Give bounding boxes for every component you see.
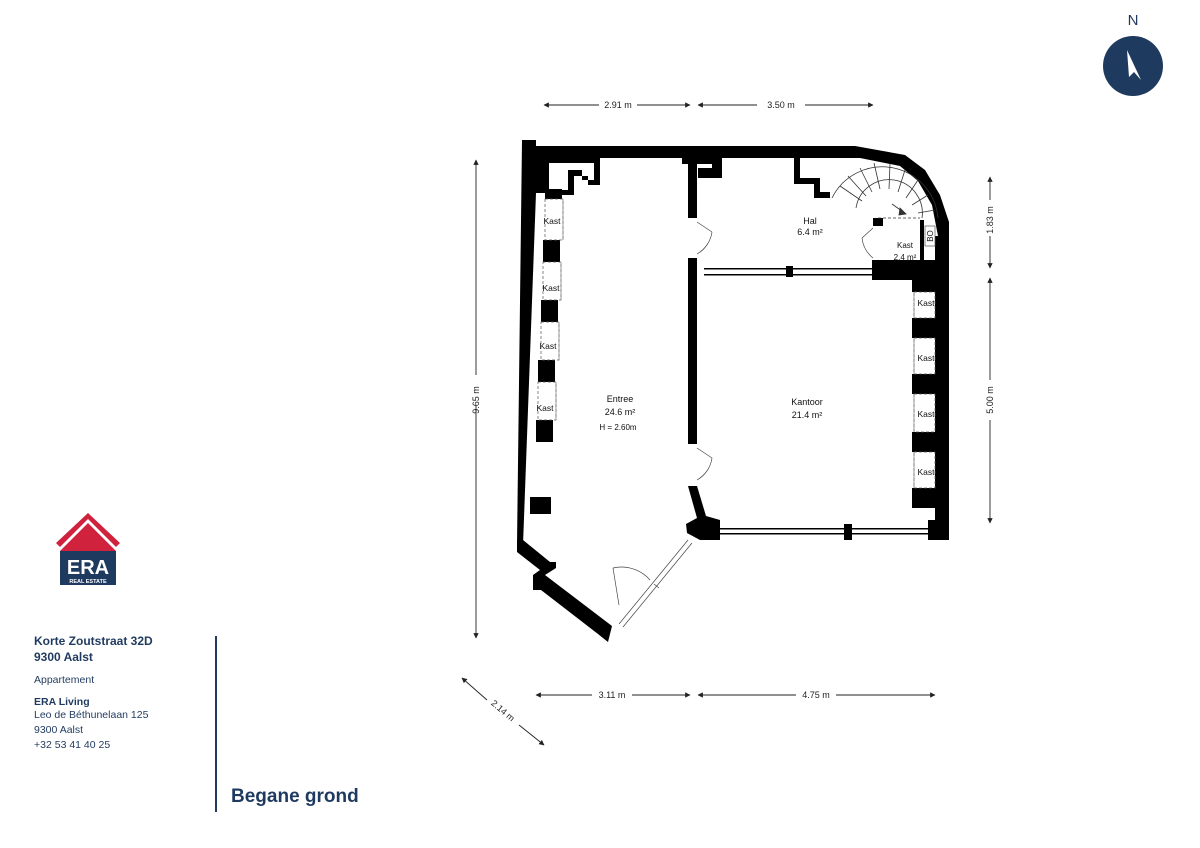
right-pilaster-3 <box>912 374 937 394</box>
partition-post <box>786 266 793 277</box>
pilaster-3 <box>541 300 558 322</box>
room-hal-name: Hal <box>803 216 817 226</box>
walls <box>517 140 949 642</box>
agency-street: Leo de Béthunelaan 125 <box>34 709 149 721</box>
stair-post <box>873 218 883 226</box>
dim-right-bottom: 5.00 m <box>985 386 995 414</box>
spiral-stairs <box>831 162 939 219</box>
wardrobe-label: Kast <box>539 341 557 351</box>
property-info: Korte Zoutstraat 32D 9300 Aalst Appartem… <box>34 633 210 753</box>
logo-brand: ERA <box>67 557 109 579</box>
right-wall-mid <box>935 236 949 540</box>
bottom-window-frame-bottom <box>720 533 928 535</box>
compass-disc <box>1103 36 1163 96</box>
property-street: Korte Zoutstraat 32D <box>34 634 153 648</box>
wardrobe-label: Kast <box>536 403 554 413</box>
wardrobe-label: Kast <box>542 283 560 293</box>
appliance-label: BO <box>926 230 935 242</box>
wardrobe-label: Kast <box>543 216 561 226</box>
bottom-right-corner <box>928 520 949 540</box>
room-kast-area: 2.4 m² <box>894 253 917 262</box>
top-notch-center <box>682 158 722 178</box>
room-kantoor-name: Kantoor <box>791 397 823 407</box>
agency-phone: +32 53 41 40 25 <box>34 739 111 751</box>
era-logo: ERA REAL ESTATE <box>56 513 120 589</box>
wardrobe-label: Kast <box>917 409 935 419</box>
dim-left: 9.65 m <box>471 386 481 414</box>
right-pilaster-2 <box>912 318 937 338</box>
property-city: 9300 Aalst <box>34 650 93 664</box>
top-notch-right <box>794 158 830 198</box>
room-entree-name: Entree <box>607 394 634 404</box>
floor-title: Begane grond <box>231 786 359 807</box>
bottom-window-post <box>844 524 852 540</box>
dim-bottom-right: 4.75 m <box>802 690 830 700</box>
central-wall-top <box>688 158 697 218</box>
central-wall-mid <box>688 258 697 444</box>
pilaster-2 <box>543 240 560 262</box>
compass-north-label: N <box>1127 12 1139 29</box>
compass: N <box>1100 12 1166 100</box>
right-wall-top-block <box>872 260 949 280</box>
doors <box>612 221 874 628</box>
pilaster-5 <box>536 420 553 442</box>
dim-diagonal: 2.14 m <box>489 698 517 723</box>
room-entree-height: H = 2.60m <box>599 423 636 432</box>
outer-wall-left <box>517 140 549 545</box>
property-type: Appartement <box>34 674 95 686</box>
logo-sub: REAL ESTATE <box>69 579 107 585</box>
pilaster-6 <box>530 497 551 514</box>
dim-right-top: 1.83 m <box>985 206 995 234</box>
wardrobe-label: Kast <box>917 353 935 363</box>
closet-appliance <box>924 225 936 247</box>
agency-city: 9300 Aalst <box>34 724 84 736</box>
pilaster-1 <box>545 189 562 199</box>
right-pilaster-4 <box>912 432 937 452</box>
closet-divider <box>920 220 924 260</box>
central-wall-bottom <box>686 486 720 540</box>
right-pilaster-1 <box>912 280 937 292</box>
pilaster-4 <box>538 360 555 382</box>
dimension-lines <box>461 102 993 746</box>
info-separator <box>215 636 217 812</box>
dim-top-left: 2.91 m <box>604 100 632 110</box>
left-wardrobe-doors <box>555 199 564 420</box>
compass-arrow-icon <box>1127 50 1141 80</box>
dim-bottom-left: 3.11 m <box>599 690 626 700</box>
room-kast-name: Kast <box>897 241 914 250</box>
room-hal-area: 6.4 m² <box>797 227 823 237</box>
era-house-icon: ERA REAL ESTATE <box>56 513 120 585</box>
room-kantoor-area: 21.4 m² <box>792 410 823 420</box>
wardrobe-label: Kast <box>917 298 935 308</box>
room-entree-area: 24.6 m² <box>605 407 636 417</box>
outer-wall-bottom-left <box>517 540 612 642</box>
right-pilaster-5 <box>912 488 937 508</box>
wardrobe-label: Kast <box>917 467 935 477</box>
bottom-window-frame-top <box>720 528 928 530</box>
outer-wall-top <box>536 146 949 236</box>
room-labels: Entree 24.6 m² H = 2.60m Hal 6.4 m² Kast… <box>536 216 935 477</box>
dim-top-right: 3.50 m <box>767 100 795 110</box>
agency-name: ERA Living <box>34 696 90 708</box>
